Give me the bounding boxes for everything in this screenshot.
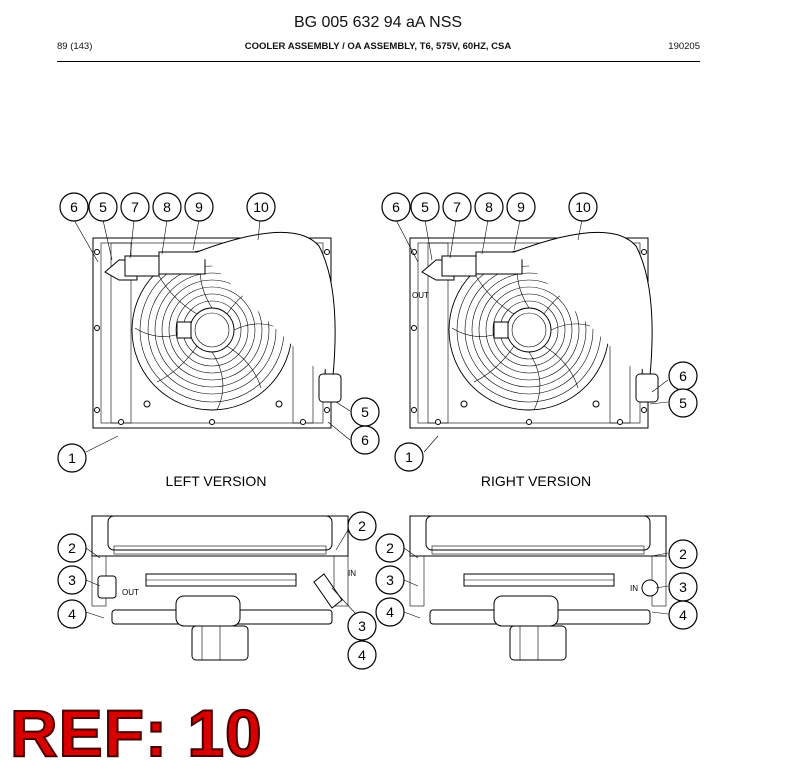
port-in-label-right: IN	[630, 584, 638, 593]
callout-1-left: 1	[57, 443, 87, 473]
svg-text:6: 6	[392, 199, 400, 215]
callout-5-top-right: 5	[410, 192, 440, 222]
svg-text:3: 3	[68, 572, 76, 588]
callout-4-bottom-right: 4	[375, 597, 405, 627]
callout-6-top-left: 6	[59, 192, 89, 222]
callout-8-top-left: 8	[152, 192, 182, 222]
callout-10-top-right: 10	[568, 192, 598, 222]
svg-text:2: 2	[68, 540, 76, 556]
svg-text:3: 3	[679, 579, 687, 595]
callout-3-bottom-right-b: 3	[668, 572, 698, 602]
svg-text:1: 1	[405, 449, 413, 465]
callout-5-mid-right: 5	[668, 388, 698, 418]
callout-8-top-right: 8	[474, 192, 504, 222]
svg-text:8: 8	[163, 199, 171, 215]
callout-4-bottom-left-b: 4	[347, 640, 377, 670]
date-code: 190205	[668, 41, 700, 52]
callout-5-mid-left: 5	[350, 397, 380, 427]
svg-text:3: 3	[358, 618, 366, 634]
svg-text:6: 6	[361, 432, 369, 448]
callout-4-bottom-right-b: 4	[668, 600, 698, 630]
port-out-label-right: OUT	[412, 291, 429, 300]
callout-2-bottom-right-b: 2	[668, 539, 698, 569]
svg-text:6: 6	[679, 368, 687, 384]
callout-7-top-left: 7	[120, 192, 150, 222]
svg-text:2: 2	[386, 540, 394, 556]
section-heading: COOLER ASSEMBLY / OA ASSEMBLY, T6, 575V,…	[244, 41, 512, 52]
callout-9-top-right: 9	[506, 192, 536, 222]
callout-2-bottom-left-b: 2	[347, 511, 377, 541]
svg-text:5: 5	[361, 404, 369, 420]
port-in-label-left: IN	[348, 569, 356, 578]
svg-text:7: 7	[131, 199, 139, 215]
callout-10-top-left: 10	[246, 192, 276, 222]
right-top-view	[409, 231, 659, 429]
callout-6-top-right: 6	[381, 192, 411, 222]
callout-3-bottom-left-b: 3	[347, 611, 377, 641]
svg-text:10: 10	[575, 199, 591, 215]
svg-text:3: 3	[386, 572, 394, 588]
svg-text:5: 5	[99, 199, 107, 215]
callout-3-bottom-left: 3	[57, 565, 87, 595]
svg-text:5: 5	[421, 199, 429, 215]
svg-text:4: 4	[358, 647, 366, 663]
document-title: BG 005 632 94 aA NSS	[293, 14, 463, 31]
svg-text:2: 2	[679, 546, 687, 562]
callout-9-top-left: 9	[184, 192, 214, 222]
callout-6-mid-right: 6	[668, 361, 698, 391]
callout-2-bottom-left: 2	[57, 533, 87, 563]
callout-2-bottom-right: 2	[375, 533, 405, 563]
page-number: 89 (143)	[57, 41, 93, 52]
reference-number: REF: 10	[9, 696, 263, 770]
callout-7-top-right: 7	[442, 192, 472, 222]
svg-text:4: 4	[679, 607, 687, 623]
port-out-label-left: OUT	[122, 588, 139, 597]
svg-text:6: 6	[70, 199, 78, 215]
left-side-view	[91, 515, 349, 661]
right-version-label: RIGHT VERSION	[481, 473, 591, 489]
callout-6-mid-left: 6	[350, 425, 380, 455]
callout-5-top-left: 5	[88, 192, 118, 222]
left-version-label: LEFT VERSION	[166, 473, 267, 489]
svg-text:1: 1	[68, 450, 76, 466]
callout-4-bottom-left: 4	[57, 599, 87, 629]
svg-text:4: 4	[68, 606, 76, 622]
svg-text:9: 9	[195, 199, 203, 215]
svg-text:2: 2	[358, 518, 366, 534]
header-rule	[57, 61, 700, 62]
callout-3-bottom-right: 3	[375, 565, 405, 595]
svg-text:4: 4	[386, 604, 394, 620]
callout-1-right: 1	[394, 442, 424, 472]
svg-text:8: 8	[485, 199, 493, 215]
svg-text:5: 5	[679, 395, 687, 411]
leader-lines	[73, 219, 669, 619]
svg-text:9: 9	[517, 199, 525, 215]
right-side-view	[409, 515, 667, 661]
svg-text:10: 10	[253, 199, 269, 215]
svg-text:7: 7	[453, 199, 461, 215]
left-top-view	[92, 231, 342, 429]
